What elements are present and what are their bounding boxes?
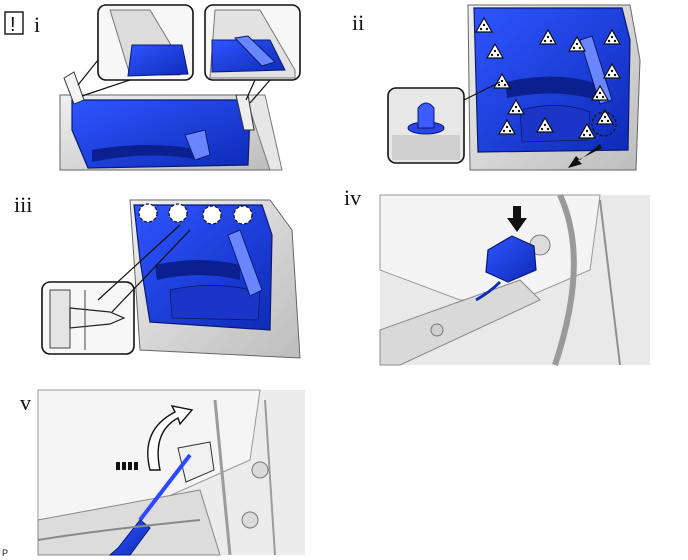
step-label-v: v — [20, 390, 31, 415]
motion-lines — [116, 462, 138, 470]
connector — [485, 235, 537, 283]
step-v-panel: v — [20, 389, 305, 556]
removal-arrow-icon — [568, 144, 602, 168]
step-i-panel: ! i — [4, 4, 301, 171]
caution-icon — [4, 11, 24, 35]
caution-symbol: ! — [10, 14, 16, 36]
step-iii-panel: iii — [14, 192, 301, 359]
step-ii-panel: ii — [352, 4, 641, 171]
step-iv-panel: iv — [344, 185, 650, 366]
footer-code: P — [2, 548, 8, 558]
screwdriver-icon — [108, 453, 192, 556]
step-label-ii: ii — [352, 10, 364, 35]
rotate-arrow-icon — [147, 405, 194, 471]
pointer-arrow-icon — [507, 206, 527, 232]
step-label-iii: iii — [14, 192, 32, 217]
step-label-iv: iv — [344, 185, 361, 210]
step-label-i: i — [34, 12, 40, 37]
